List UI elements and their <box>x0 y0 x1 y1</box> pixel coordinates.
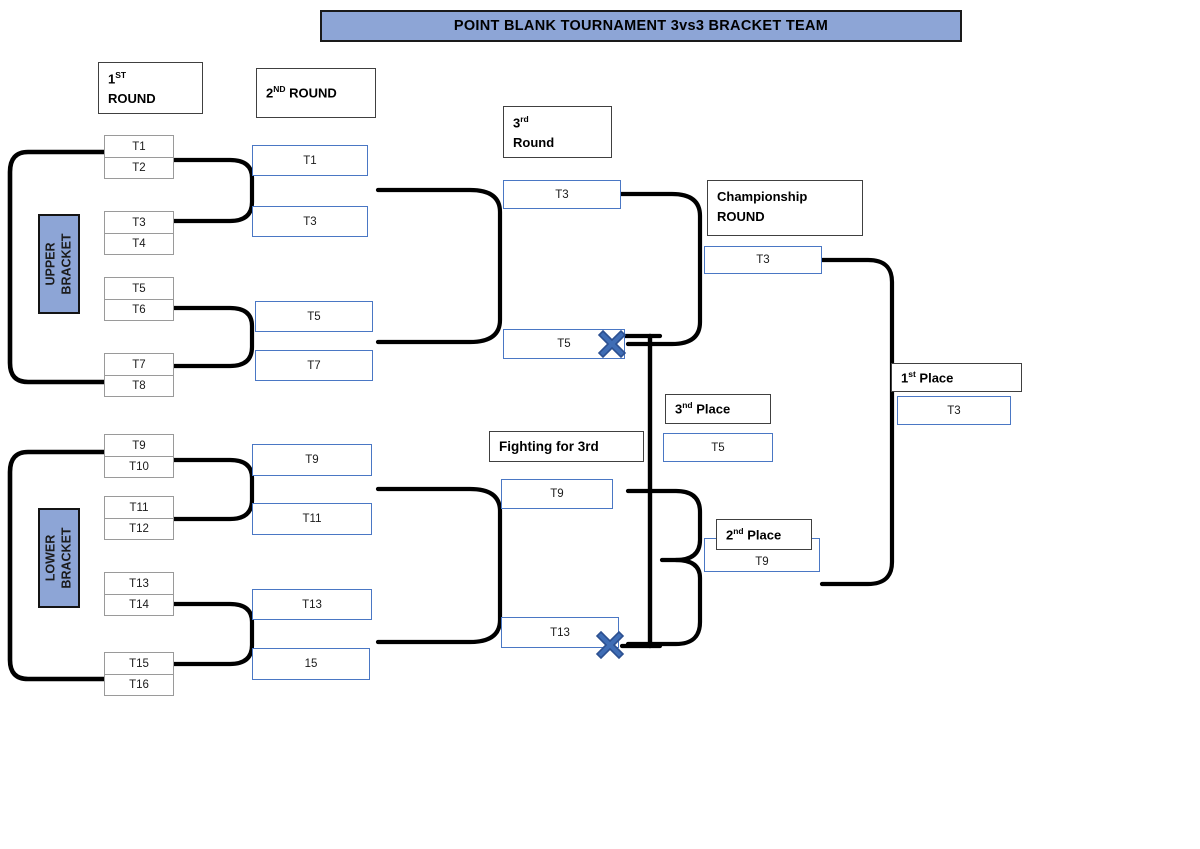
team-slot: T4 <box>105 233 173 254</box>
round2-sup: ND <box>273 84 286 95</box>
round1-match[interactable]: T1 T2 <box>104 135 174 179</box>
upper-bracket-line1: UPPER <box>43 242 58 286</box>
header-round-1: 1ST ROUND <box>98 62 203 114</box>
first-place-sup: st <box>908 368 916 379</box>
eliminated-x-icon <box>596 328 628 360</box>
header-round-3: 3rd Round <box>503 106 612 158</box>
upper-bracket-label: UPPER BRACKET <box>38 214 80 314</box>
round2-team-box[interactable]: T5 <box>255 301 373 332</box>
header-first-place: 1st Place <box>891 363 1022 392</box>
lower-bracket-line2: BRACKET <box>59 527 73 589</box>
team-slot: T11 <box>129 501 149 514</box>
round1-match[interactable]: T7 T8 <box>104 353 174 397</box>
first-place-num: 1 <box>901 370 909 386</box>
eliminated-x-icon <box>594 629 626 661</box>
round2-team-box[interactable]: 15 <box>252 648 370 680</box>
team-slot: T14 <box>105 594 173 615</box>
second-place-sup: nd <box>733 525 744 536</box>
page-title: POINT BLANK TOURNAMENT 3vs3 BRACKET TEAM <box>320 10 962 42</box>
round2-team-box[interactable]: T1 <box>252 145 368 176</box>
round2-team-box[interactable]: T7 <box>255 350 373 381</box>
round1-match[interactable]: T15 T16 <box>104 652 174 696</box>
team-slot: T10 <box>105 456 173 477</box>
championship-line1: Championship <box>717 189 808 204</box>
second-place-word: Place <box>747 527 782 543</box>
round1-word: ROUND <box>108 91 156 107</box>
team-slot: T12 <box>105 518 173 539</box>
round3-team-box[interactable]: T13 <box>501 617 619 648</box>
first-place-team-box[interactable]: T3 <box>897 396 1011 425</box>
round2-team-box[interactable]: T13 <box>252 589 372 620</box>
header-second-place: 2nd Place <box>716 519 812 550</box>
team-slot: T9 <box>132 439 146 452</box>
third-place-word: Place <box>696 401 731 417</box>
header-third-place: 3nd Place <box>665 394 771 424</box>
team-slot: T8 <box>105 375 173 396</box>
lower-bracket-label: LOWER BRACKET <box>38 508 80 608</box>
round1-match[interactable]: T3 T4 <box>104 211 174 255</box>
round3-sup: rd <box>520 114 529 124</box>
round1-sup: ST <box>115 70 127 80</box>
team-slot: T13 <box>129 577 149 590</box>
team-slot: T5 <box>132 282 146 295</box>
first-place-word: Place <box>919 370 954 386</box>
header-fighting-for-third: Fighting for 3rd <box>489 431 644 462</box>
team-slot: T7 <box>132 358 146 371</box>
round1-match[interactable]: T9 T10 <box>104 434 174 478</box>
lower-bracket-line1: LOWER <box>43 534 58 582</box>
third-place-sup: nd <box>682 400 693 411</box>
round1-match[interactable]: T11 T12 <box>104 496 174 540</box>
round2-team-box[interactable]: T3 <box>252 206 368 237</box>
round3-word: Round <box>513 135 555 151</box>
round2-team-box[interactable]: T11 <box>252 503 372 535</box>
round3-num: 3 <box>513 115 521 131</box>
round3-team-box[interactable]: T3 <box>503 180 621 209</box>
second-place-num: 2 <box>726 527 734 543</box>
team-slot: T6 <box>105 299 173 320</box>
header-round-2: 2ND ROUND <box>256 68 376 118</box>
fighting-for-third-label: Fighting for 3rd <box>499 438 599 454</box>
third-place-num: 3 <box>675 401 683 417</box>
upper-bracket-line2: BRACKET <box>59 233 73 295</box>
team-slot: T15 <box>129 657 149 670</box>
team-slot: T2 <box>105 157 173 178</box>
championship-winner-box[interactable]: T3 <box>704 246 822 274</box>
round2-word: ROUND <box>289 85 337 101</box>
round1-match[interactable]: T5 T6 <box>104 277 174 321</box>
header-championship-round: Championship ROUND <box>707 180 863 236</box>
round1-num: 1 <box>108 71 116 87</box>
team-slot: T1 <box>132 140 146 153</box>
team-slot: T16 <box>105 674 173 695</box>
third-place-team-box[interactable]: T5 <box>663 433 773 462</box>
round3-team-box[interactable]: T9 <box>501 479 613 509</box>
round1-match[interactable]: T13 T14 <box>104 572 174 616</box>
round2-team-box[interactable]: T9 <box>252 444 372 476</box>
championship-line2: ROUND <box>717 209 765 225</box>
team-slot: T3 <box>132 216 146 229</box>
round2-num: 2 <box>266 85 274 101</box>
